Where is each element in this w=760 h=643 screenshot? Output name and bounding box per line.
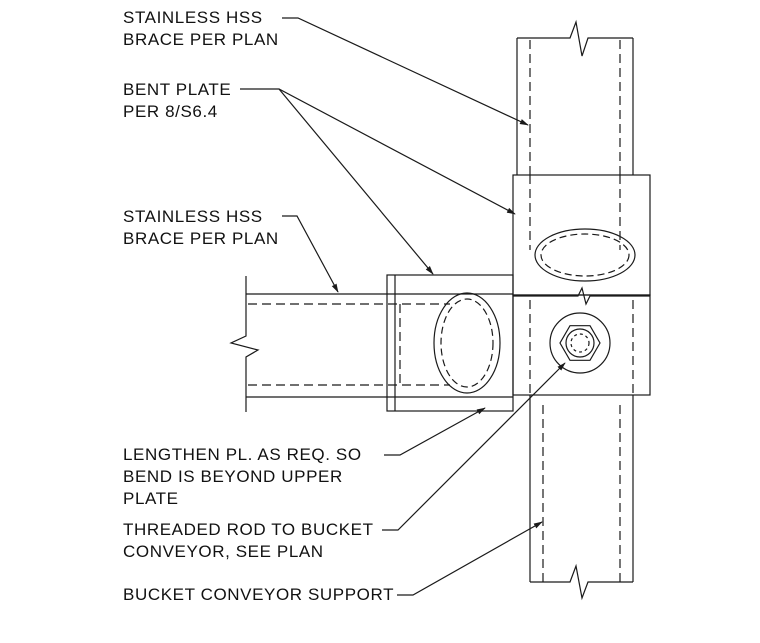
callout-threaded-rod: THREADED ROD TO BUCKET CONVEYOR, SEE PLA… — [123, 519, 374, 563]
callout-lengthen-line3: PLATE — [123, 489, 179, 508]
callout-bent-plate-line1: BENT PLATE — [123, 80, 232, 99]
callout-threaded-rod-line1: THREADED ROD TO BUCKET — [123, 520, 374, 539]
threaded-rod-nut — [549, 312, 611, 374]
callout-bent-plate: BENT PLATE PER 8/S6.4 — [123, 79, 231, 123]
side-hss-brace — [229, 276, 513, 412]
callout-threaded-rod-line2: CONVEYOR, SEE PLAN — [123, 542, 324, 561]
leader-threaded-rod — [382, 362, 566, 531]
callout-hss-upper-line1: STAINLESS HSS — [123, 8, 263, 27]
callout-hss-upper: STAINLESS HSS BRACE PER PLAN — [123, 7, 279, 51]
bent-plate-horizontal — [386, 274, 514, 412]
callout-hss-side-line2: BRACE PER PLAN — [123, 229, 279, 248]
bucket-conveyor-support — [529, 395, 634, 601]
leader-bent-plate-2 — [278, 88, 434, 275]
callout-lengthen: LENGTHEN PL. AS REQ. SO BEND IS BEYOND U… — [123, 444, 362, 510]
leader-lengthen — [384, 407, 486, 456]
callout-bucket-support: BUCKET CONVEYOR SUPPORT — [123, 584, 394, 606]
leader-bent-plate-1 — [240, 88, 516, 215]
callout-hss-upper-line2: BRACE PER PLAN — [123, 30, 279, 49]
leader-hss-upper — [282, 17, 529, 126]
bent-plate-upper — [512, 174, 651, 296]
leader-bucket-support — [397, 521, 543, 596]
leader-lines — [240, 17, 566, 596]
callout-lengthen-line1: LENGTHEN PL. AS REQ. SO — [123, 445, 362, 464]
callout-bent-plate-line2: PER 8/S6.4 — [123, 102, 218, 121]
callout-hss-side: STAINLESS HSS BRACE PER PLAN — [123, 206, 279, 250]
callout-bucket-support-line1: BUCKET CONVEYOR SUPPORT — [123, 585, 395, 604]
lower-plate — [512, 286, 651, 396]
callout-hss-side-line1: STAINLESS HSS — [123, 207, 263, 226]
leader-hss-side — [282, 215, 339, 293]
callout-lengthen-line2: BEND IS BEYOND UPPER — [123, 467, 343, 486]
upper-hss-brace — [516, 19, 634, 175]
